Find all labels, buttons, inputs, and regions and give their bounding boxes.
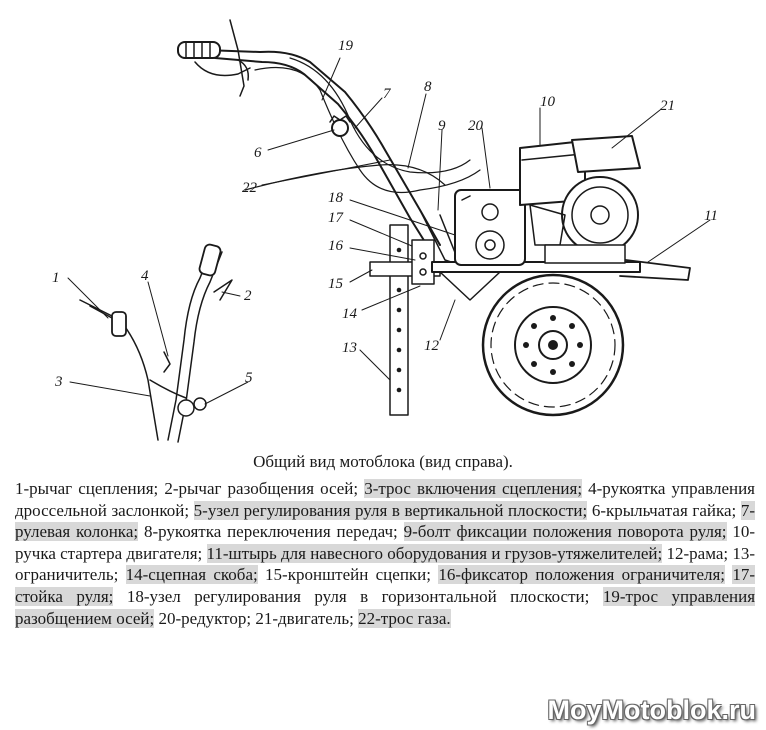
callout-18: 18 [328, 190, 344, 206]
legend-item: 12-рама; [666, 543, 729, 563]
engine [519, 135, 641, 264]
callout-21: 21 [660, 98, 675, 114]
callout-19: 19 [338, 38, 354, 54]
callout-5: 5 [245, 370, 253, 386]
callout-10: 10 [540, 94, 556, 110]
legend-item: 22-трос газа. [358, 608, 451, 628]
callout-6: 6 [254, 145, 262, 161]
callouts: 1 2 3 4 5 6 7 8 9 10 11 12 13 14 15 16 1… [52, 38, 718, 390]
callout-20: 20 [468, 118, 484, 134]
legend-text: 1-рычаг сцепления; 2-рычаг разобщения ос… [15, 478, 756, 629]
callout-2: 2 [244, 288, 252, 304]
legend-item: 2-рычаг разобщения осей; [164, 479, 359, 498]
wheel [481, 273, 625, 417]
legend-item: 5-узел регулирования руля в вертикальной… [193, 500, 588, 520]
handlebar-detail [79, 243, 233, 443]
callout-16: 16 [328, 238, 344, 254]
callout-22: 22 [242, 180, 258, 196]
legend-item: 10-ручка стартера двигателя; [15, 522, 756, 563]
watermark: MoyMotoblok.ru [547, 695, 756, 725]
callout-3: 3 [54, 374, 63, 390]
gearbox [454, 189, 526, 266]
callout-14: 14 [342, 306, 358, 322]
callout-9: 9 [438, 118, 446, 134]
steering-column [369, 209, 461, 416]
callout-11: 11 [704, 208, 718, 224]
callout-1: 1 [52, 270, 60, 286]
callout-12: 12 [424, 338, 440, 354]
callout-17: 17 [328, 210, 345, 226]
legend-item: 14-сцепная скоба; [125, 565, 258, 585]
handlebar [177, 19, 441, 251]
legend-item: 20-редуктор; [158, 608, 252, 628]
callout-4: 4 [141, 268, 149, 284]
legend-item: 11-штырь для навесного оборудования и гр… [206, 543, 663, 563]
motoblock-drawing: 1 2 3 4 5 6 7 8 9 10 11 12 13 14 15 16 1… [52, 19, 718, 443]
legend-item: 13-ограничитель; [15, 543, 756, 585]
legend-item: 18-узел регулирования руля в горизонталь… [126, 586, 590, 606]
leader-lines [67, 57, 711, 405]
figure-caption: Общий вид мотоблока (вид справа). [253, 452, 513, 471]
legend-item: 6-крыльчатая гайка; [591, 500, 737, 520]
legend-item: 9-болт фиксации положения поворота руля; [403, 522, 727, 542]
wing-nut [329, 115, 351, 137]
legend-item: 16-фиксатор положения ограничителя; [438, 565, 726, 585]
callout-13: 13 [342, 340, 357, 356]
legend-item: 4-рукоятка управления дроссельной заслон… [15, 479, 755, 520]
callout-8: 8 [424, 79, 432, 95]
callout-15: 15 [328, 276, 344, 292]
legend-item: 15-кронштейн сцепки; [265, 565, 432, 585]
legend-item: 3-трос включения сцепления; [364, 479, 583, 498]
legend-item: 8-рукоятка переключения передач; [143, 522, 398, 542]
legend-item: 1-рычаг сцепления; [15, 479, 159, 498]
legend-item: 21-двигатель; [255, 608, 354, 628]
callout-7: 7 [383, 86, 392, 102]
